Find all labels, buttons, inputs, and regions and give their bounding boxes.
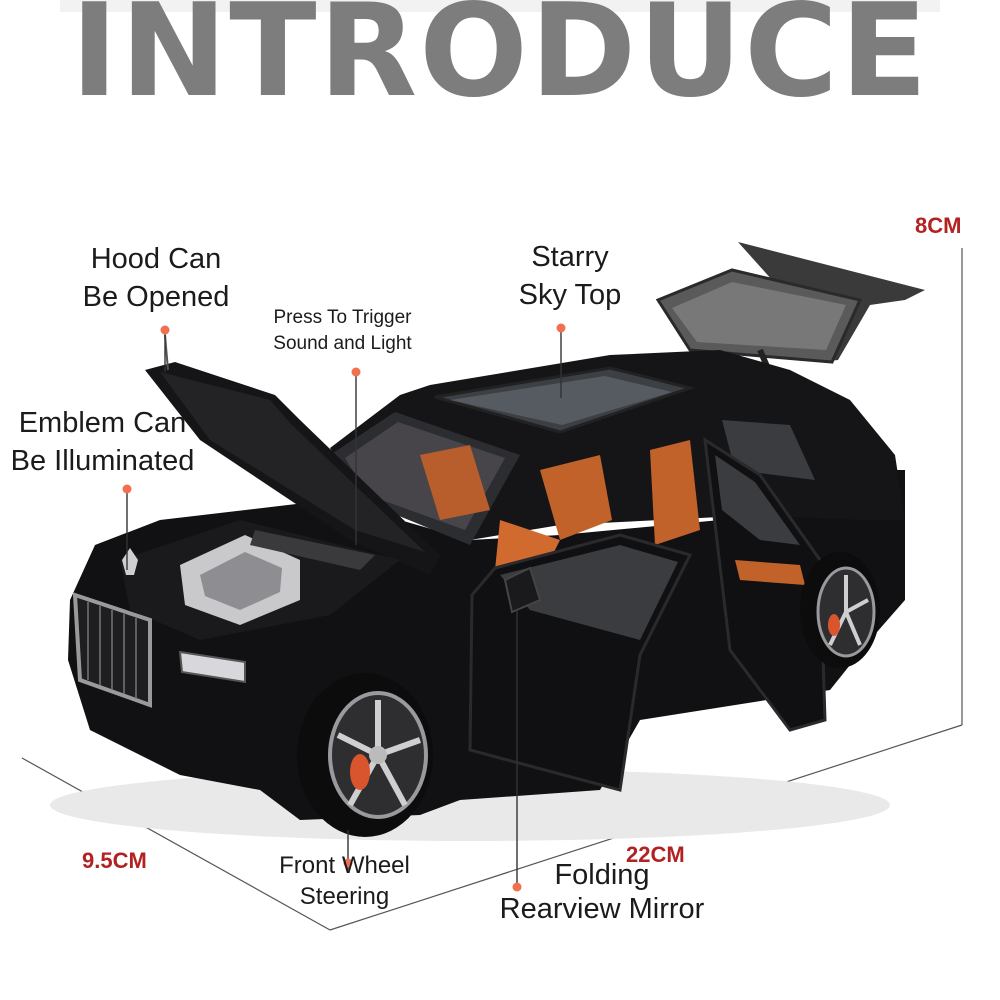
dimension-height: 8CM	[915, 213, 962, 238]
page-title: INTRODUCE	[70, 0, 930, 126]
callout-press-trigger-line2: Sound and Light	[273, 333, 412, 354]
tailgate	[655, 242, 925, 387]
callout-emblem-line2: Be Illuminated	[10, 445, 195, 477]
callout-starry-sky-line1: Starry	[531, 241, 609, 273]
callout-press-trigger: Press To Trigger Sound and Light	[255, 305, 430, 357]
callout-starry-sky: Starry Sky Top	[495, 238, 645, 314]
callout-hood-line1: Hood Can	[90, 243, 222, 275]
top-strip	[60, 0, 940, 12]
front-wheel	[297, 673, 433, 837]
dimension-length: 22CM	[626, 842, 685, 867]
callout-emblem: Emblem Can Be Illuminated	[0, 404, 205, 480]
callout-front-wheel-line1: Front Wheel	[279, 852, 410, 879]
callout-folding-mirror-line1: Folding	[554, 859, 650, 891]
car-body	[68, 334, 905, 820]
callout-front-wheel: Front Wheel Steering	[262, 850, 427, 912]
callout-hood: Hood Can Be Opened	[66, 240, 246, 316]
dimension-width: 9.5CM	[82, 848, 147, 873]
callout-hood-line2: Be Opened	[82, 281, 230, 313]
callout-starry-sky-line2: Sky Top	[518, 279, 622, 311]
callout-folding-mirror: Folding Rearview Mirror	[482, 858, 722, 926]
callout-emblem-line1: Emblem Can	[18, 407, 187, 439]
callout-front-wheel-line2: Steering	[299, 883, 390, 910]
rear-wheel	[800, 552, 880, 668]
callout-folding-mirror-line2: Rearview Mirror	[499, 893, 705, 925]
callout-press-trigger-line1: Press To Trigger	[273, 307, 412, 328]
callout-markers	[122, 323, 566, 892]
